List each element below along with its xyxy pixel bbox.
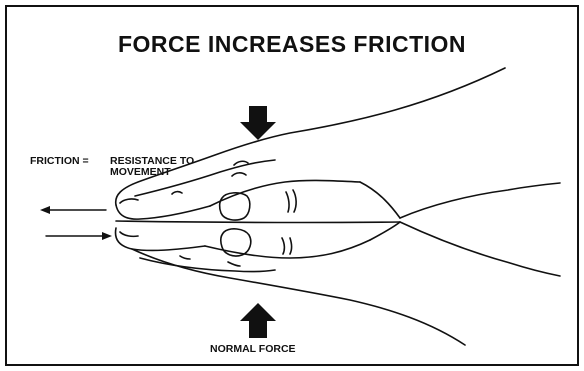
top-index-fingertip: [116, 205, 210, 219]
top-thumb-crease-2: [293, 190, 296, 212]
motion-arrows: [46, 210, 106, 236]
down-force-arrow: [240, 106, 276, 140]
top-knuckle-crease-2: [232, 173, 246, 176]
left-arrow-head: [40, 206, 50, 214]
bottom-wrist-edge: [400, 222, 560, 276]
right-arrow-head: [102, 232, 112, 240]
top-thumb-crease-1: [286, 192, 289, 212]
bottom-knuckle-crease-2: [180, 256, 190, 259]
bottom-knuckle-crease-1: [228, 262, 240, 266]
bottom-palm-line: [370, 222, 400, 240]
top-hand-outline: [116, 68, 505, 205]
contact-line: [116, 221, 400, 222]
top-wrist-edge: [400, 183, 560, 218]
bottom-hand-outline: [132, 249, 465, 345]
bottom-index-fingertip: [116, 228, 205, 250]
bottom-thumb-crease-2: [290, 238, 292, 254]
top-fingernail: [120, 199, 138, 203]
top-second-finger: [135, 160, 275, 196]
up-force-arrow: [240, 303, 276, 338]
top-knuckle-crease-3: [172, 192, 182, 194]
top-hand: [116, 68, 560, 220]
top-palm-line: [360, 182, 400, 218]
bottom-fingernail: [120, 232, 138, 236]
top-thumbnail: [220, 193, 250, 220]
bottom-thumb-crease-1: [282, 238, 284, 254]
bottom-hand: [116, 222, 560, 345]
